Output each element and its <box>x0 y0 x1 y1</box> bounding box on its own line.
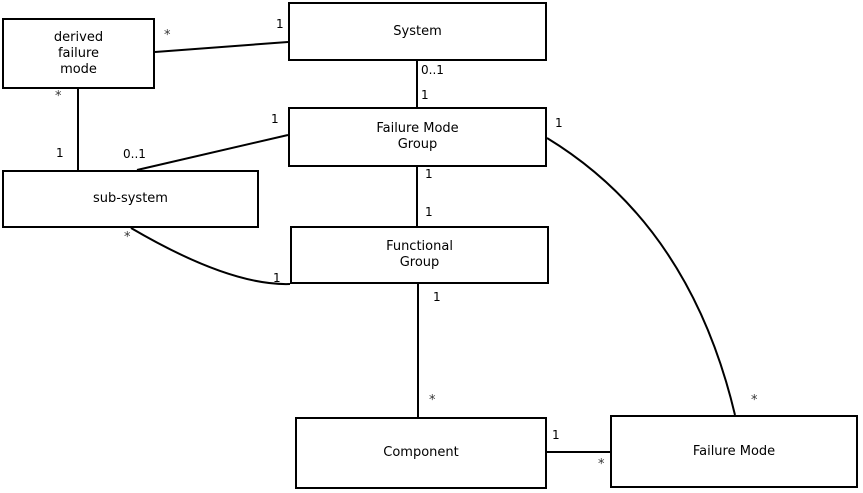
edge-failure-mode-group-failure-mode <box>546 137 736 416</box>
multiplicity-failure-mode-group-system: 1 <box>421 88 429 102</box>
multiplicity-functional-group-failure-mode-group: 1 <box>425 205 433 219</box>
node-functional-group[interactable]: Functional Group <box>290 226 549 284</box>
node-system[interactable]: System <box>288 2 547 61</box>
node-failure-mode-group[interactable]: Failure Mode Group <box>288 107 547 167</box>
multiplicity-sub-system-functional-group: * <box>124 230 131 245</box>
node-label-failure-mode-group: Failure Mode Group <box>376 121 459 152</box>
node-failure-mode[interactable]: Failure Mode <box>610 415 858 488</box>
edge-sub-system-functional-group <box>130 227 291 286</box>
multiplicity-sub-system-derived-failure-mode: 1 <box>56 146 64 160</box>
multiplicity-failure-mode-component: * <box>598 457 605 472</box>
node-label-component: Component <box>383 445 459 460</box>
multiplicity-derived-failure-mode-system: * <box>164 28 171 43</box>
multiplicity-system-failure-mode-group: 0..1 <box>421 63 444 77</box>
multiplicity-sub-system-failure-mode-group: 0..1 <box>123 147 146 161</box>
multiplicity-failure-mode-group-failure-mode: 1 <box>555 116 563 130</box>
node-label-failure-mode: Failure Mode <box>692 443 776 459</box>
edge-sub-system-failure-mode-group <box>136 134 289 171</box>
multiplicity-component-failure-mode: 1 <box>552 428 560 442</box>
node-sub-system[interactable]: sub-system <box>2 170 259 228</box>
edge-derived-failure-mode-system <box>154 41 289 53</box>
multiplicity-system-derived-failure-mode: 1 <box>276 17 284 31</box>
node-label-system: System <box>393 23 442 39</box>
multiplicity-component-functional-group: * <box>429 393 436 408</box>
node-component[interactable]: Component <box>295 417 547 489</box>
multiplicity-failure-mode-group-sub-system: 1 <box>271 112 279 126</box>
multiplicity-functional-group-sub-system: 1 <box>273 271 281 285</box>
node-label-functional-group: Functional Group <box>386 239 453 270</box>
node-derived-failure-mode[interactable]: derived failure mode <box>2 18 155 89</box>
node-label-sub-system: sub-system <box>93 191 168 206</box>
node-label-derived-failure-mode: derived failure mode <box>53 29 104 77</box>
multiplicity-failure-mode-failure-mode-group: * <box>751 393 758 408</box>
multiplicity-failure-mode-group-functional-group: 1 <box>425 167 433 181</box>
multiplicity-functional-group-component: 1 <box>433 290 441 304</box>
multiplicity-derived-failure-mode-sub-system: * <box>55 89 62 104</box>
